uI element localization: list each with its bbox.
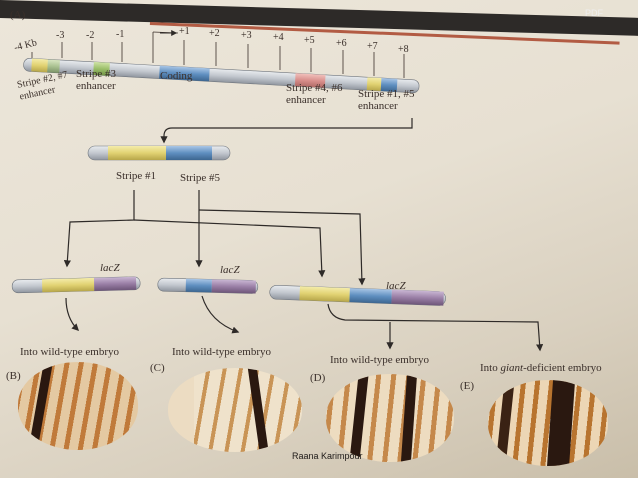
panel-e-letter: (E) — [460, 380, 475, 392]
embryo-e — [488, 380, 608, 466]
stripe-dark — [247, 368, 270, 452]
coding-label: Coding — [160, 70, 193, 82]
caption-e: Into giant-deficient embryo — [480, 362, 602, 374]
embryo-d — [326, 374, 454, 462]
stripe-dark — [546, 380, 576, 466]
tick-label: +4 — [273, 32, 284, 43]
lacz-label: lacZ — [220, 264, 240, 276]
tick-label: +1 — [179, 26, 190, 37]
tick-label: +8 — [398, 44, 409, 55]
lacz-label: lacZ — [386, 280, 406, 292]
caption-e-prefix: Into — [480, 362, 501, 374]
reporter-rod-2 — [157, 277, 259, 294]
panel-b-letter: (B) — [6, 370, 21, 382]
stripe-dark — [348, 374, 370, 462]
stripe1-label: Stripe #1 — [116, 170, 157, 182]
tick-label: +3 — [241, 30, 252, 41]
caption-d: Into wild-type embryo — [330, 354, 429, 366]
stripe46-label: Stripe #4, #6 enhancer — [286, 82, 343, 106]
gene-rod — [23, 58, 420, 94]
stripe5-label: Stripe #5 — [180, 172, 221, 184]
caption-e-suffix: -deficient embryo — [523, 362, 602, 374]
pdf-logo: PDF — [585, 8, 603, 18]
tick-label: +7 — [367, 41, 378, 52]
lacz-label: lacZ — [100, 262, 120, 274]
tick-label: +2 — [209, 28, 220, 39]
caption-b: Into wild-type embryo — [20, 346, 119, 358]
panel-c-letter: (C) — [150, 362, 165, 374]
stripe15-label: Stripe #1, #5 enhancer — [358, 88, 415, 112]
reporter-rod-1 — [11, 276, 141, 294]
tick-label: -2 — [86, 30, 95, 41]
tick-label: +5 — [304, 35, 315, 46]
caption-c: Into wild-type embryo — [172, 346, 271, 358]
stripe-construct-rod — [87, 145, 231, 161]
tick-label: +6 — [336, 38, 347, 49]
tick-label: -1 — [116, 29, 125, 40]
panel-d-letter: (D) — [310, 372, 326, 384]
embryo-c — [168, 368, 302, 452]
reporter-rod-3 — [269, 284, 446, 306]
caption-e-italic: giant — [500, 362, 524, 374]
embryo-b — [18, 362, 138, 450]
panel-a-letter: (A) — [10, 9, 26, 21]
tick-label: -3 — [56, 30, 65, 41]
stripe3-label: Stripe #3 enhancer — [76, 68, 117, 92]
stripe-dark — [400, 374, 418, 462]
watermark-text: Raana Karimpour — [292, 451, 363, 461]
